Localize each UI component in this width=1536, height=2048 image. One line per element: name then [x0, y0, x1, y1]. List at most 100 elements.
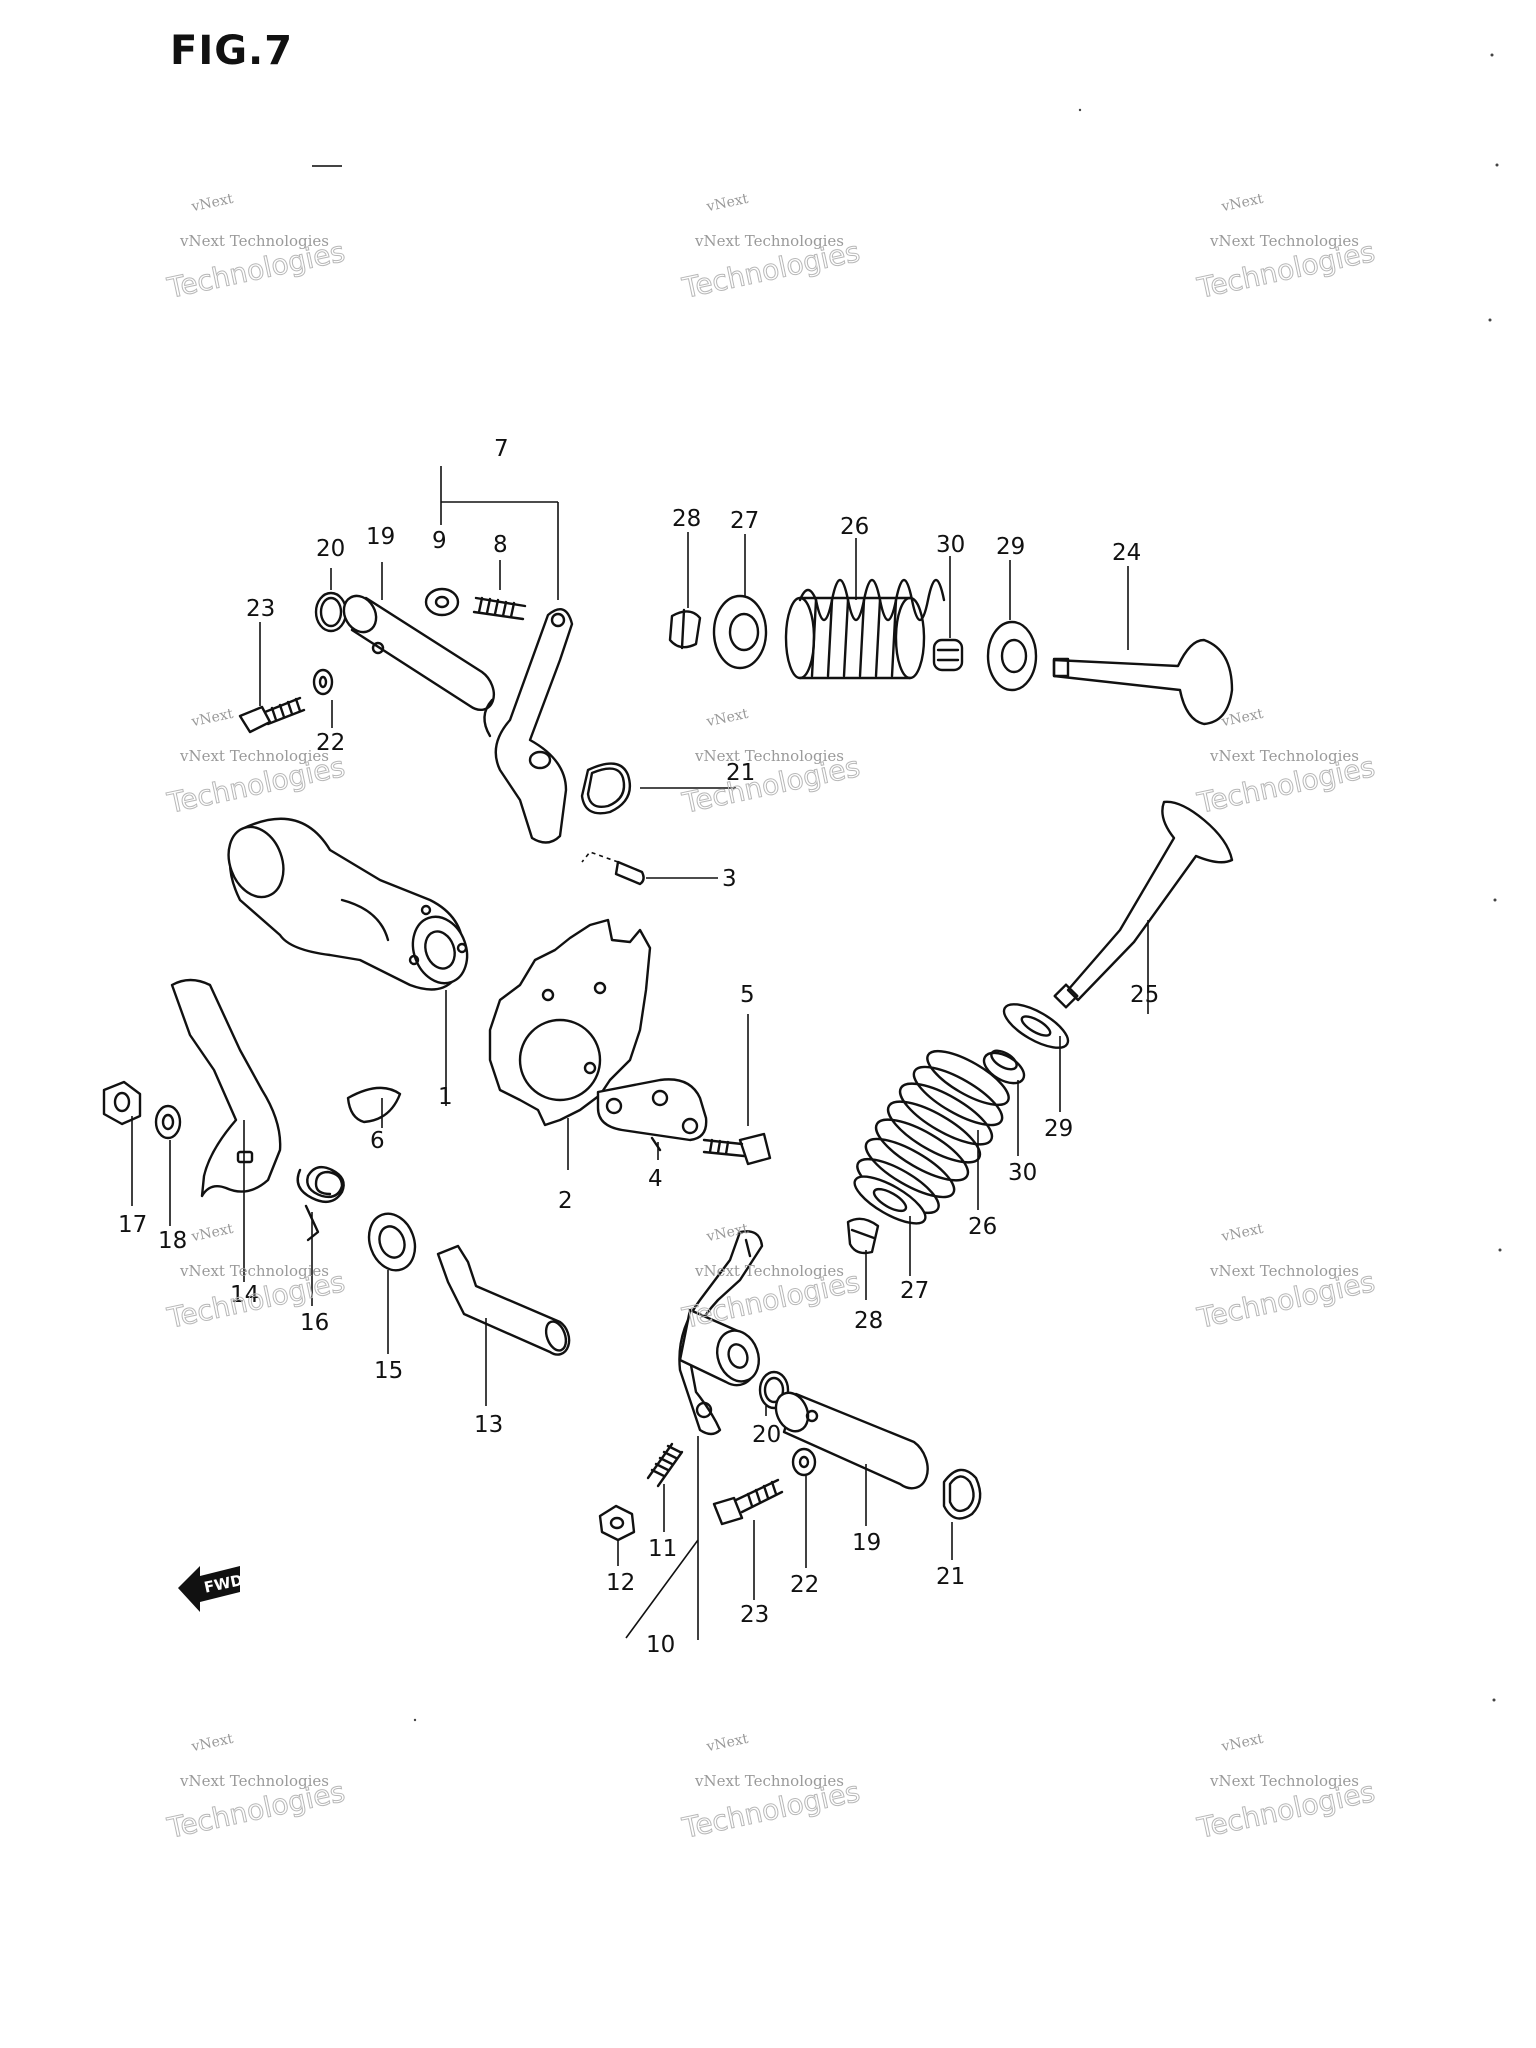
rocker-shaft-19-upper — [342, 594, 496, 711]
valve-seal-30-upper — [932, 638, 964, 672]
scan-marks — [312, 53, 1502, 1722]
callout-18: 18 — [158, 1228, 187, 1254]
callout-30-upper: 30 — [936, 532, 965, 558]
decomp-lever-14 — [170, 978, 282, 1198]
svg-text:vNext Technologies: vNext Technologies — [179, 1262, 329, 1280]
figure-title: FIG.7 — [170, 28, 294, 74]
callout-8: 8 — [493, 532, 508, 558]
camshaft-1 — [227, 817, 469, 991]
svg-text:vNext Technologies: vNext Technologies — [694, 1772, 844, 1790]
callout-13: 13 — [474, 1412, 503, 1438]
rocker-arm-7 — [483, 608, 574, 844]
callout-27-lower: 27 — [900, 1278, 929, 1304]
o-ring-21-lower — [942, 1468, 982, 1520]
callout-1: 1 — [438, 1084, 453, 1110]
rocker-shaft-19-lower — [774, 1391, 929, 1490]
callout-22-lower: 22 — [790, 1572, 819, 1598]
svg-text:vNext Technologies: vNext Technologies — [1209, 1772, 1359, 1790]
leader-lines — [131, 466, 1149, 1640]
callout-21-upper: 21 — [726, 760, 755, 786]
callout-26-lower: 26 — [968, 1214, 997, 1240]
valve-spring-26-lower — [856, 1049, 1010, 1215]
callout-26-upper: 26 — [840, 514, 869, 540]
callout-9: 9 — [432, 528, 447, 554]
bolt-5 — [702, 1132, 772, 1166]
callout-labels: 7 9 8 20 19 23 22 28 27 26 30 29 24 21 3… — [118, 436, 1159, 1658]
watermark-low-right: vNext Technologies vNext Technologies — [1193, 1221, 1378, 1336]
washer-22-lower — [791, 1447, 817, 1477]
circlip-20-lower — [758, 1370, 790, 1410]
svg-text:vNext: vNext — [189, 1221, 235, 1246]
svg-text:vNext: vNext — [704, 191, 750, 216]
callout-12: 12 — [606, 1570, 635, 1596]
bolt-23-upper — [238, 696, 306, 734]
watermark-mid-left: vNext Technologies vNext Technologies — [163, 706, 348, 821]
svg-text:vNext Technologies: vNext Technologies — [1209, 1262, 1359, 1280]
adjust-screw-8 — [472, 596, 527, 621]
callout-14: 14 — [230, 1282, 259, 1308]
svg-text:vNext Technologies: vNext Technologies — [179, 232, 329, 250]
callout-21-lower: 21 — [936, 1564, 965, 1590]
watermark-top-center: vNext Technologies vNext Technologies — [678, 191, 863, 306]
locknut-9 — [424, 587, 460, 617]
intake-valve-25 — [1053, 800, 1234, 1009]
callout-28-upper: 28 — [672, 506, 701, 532]
callout-10: 10 — [646, 1632, 675, 1658]
exhaust-valve-24 — [1052, 638, 1234, 726]
svg-text:vNext: vNext — [189, 191, 235, 216]
svg-text:vNext: vNext — [189, 1731, 235, 1756]
svg-text:vNext Technologies: vNext Technologies — [694, 232, 844, 250]
callout-30-lower: 30 — [1008, 1160, 1037, 1186]
callout-6: 6 — [370, 1128, 385, 1154]
svg-text:vNext Technologies: vNext Technologies — [179, 747, 329, 765]
valve-seal-30-lower — [982, 1049, 1026, 1085]
locknut-12 — [598, 1504, 636, 1542]
callout-25: 25 — [1130, 982, 1159, 1008]
svg-text:vNext: vNext — [704, 706, 750, 731]
cotter-28-lower — [846, 1217, 880, 1255]
spring-16 — [296, 1165, 345, 1242]
retainer-27-lower — [853, 1175, 927, 1225]
watermark-low-center: vNext Technologies vNext Technologies — [678, 1221, 863, 1336]
callout-22-upper: 22 — [316, 730, 345, 756]
spring-seat-29-upper — [986, 620, 1038, 692]
washer-22-upper — [312, 668, 334, 696]
bolt-23-lower — [712, 1478, 784, 1526]
callout-27-upper: 27 — [730, 508, 759, 534]
callout-3: 3 — [722, 866, 737, 892]
svg-text:vNext Technologies: vNext Technologies — [694, 747, 844, 765]
spring-seat-29-lower — [1002, 1003, 1070, 1049]
pin-3 — [581, 851, 645, 886]
callout-20-lower: 20 — [752, 1422, 781, 1448]
rocker-shaft-bore-10 — [678, 1308, 760, 1387]
callout-20-upper: 20 — [316, 536, 345, 562]
callout-16: 16 — [300, 1310, 329, 1336]
oil-seal-15 — [367, 1212, 417, 1272]
callout-23-lower: 23 — [740, 1602, 769, 1628]
svg-text:vNext Technologies: vNext Technologies — [1209, 232, 1359, 250]
watermark-mid-center: vNext Technologies vNext Technologies — [678, 706, 863, 821]
callout-7: 7 — [494, 436, 509, 462]
svg-text:vNext Technologies: vNext Technologies — [694, 1262, 844, 1280]
decomp-shaft-13 — [436, 1244, 571, 1356]
callout-19-lower: 19 — [852, 1530, 881, 1556]
callout-15: 15 — [374, 1358, 403, 1384]
rocker-arm-10 — [678, 1230, 764, 1436]
watermark-top-right: vNext Technologies vNext Technologies — [1193, 191, 1378, 306]
forward-direction-arrow: FWD — [178, 1566, 245, 1612]
watermark-bottom-left: vNext Technologies vNext Technologies — [163, 1731, 348, 1846]
valve-spring-26-upper — [784, 578, 946, 680]
cotter-28-upper — [668, 608, 702, 650]
svg-text:vNext: vNext — [704, 1731, 750, 1756]
sprocket-plate-4 — [596, 1078, 708, 1152]
svg-text:vNext Technologies: vNext Technologies — [1209, 747, 1359, 765]
watermark-top-left: vNext Technologies vNext Technologies — [163, 191, 348, 306]
svg-text:vNext: vNext — [1219, 1221, 1265, 1246]
callout-23-upper: 23 — [246, 596, 275, 622]
retainer-27-upper — [712, 594, 768, 670]
svg-text:vNext Technologies: vNext Technologies — [179, 1772, 329, 1790]
callout-29-upper: 29 — [996, 534, 1025, 560]
camshaft-sprocket-2 — [488, 918, 652, 1127]
callout-4: 4 — [648, 1166, 663, 1192]
